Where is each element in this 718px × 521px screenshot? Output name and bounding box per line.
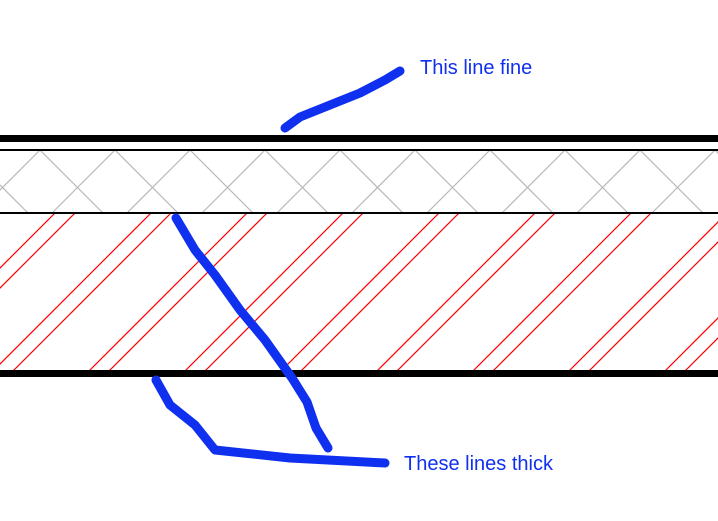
crosshatch-line — [39, 150, 104, 213]
fine-line — [0, 149, 718, 151]
red-hatch-line — [281, 214, 439, 370]
crosshatch-line — [0, 184, 29, 213]
red-hatch-line — [109, 214, 267, 370]
annotation-stroke-fine — [280, 66, 405, 133]
crosshatch-line — [639, 150, 704, 213]
top-thick-line — [0, 135, 718, 142]
crosshatch-line — [351, 150, 416, 213]
red-diagonal-hatch-layer — [0, 214, 718, 370]
crosshatch-line — [114, 150, 179, 213]
crosshatch-line — [651, 150, 716, 213]
red-hatch-line — [377, 214, 535, 370]
crosshatch-line — [126, 150, 191, 213]
red-hatch-line — [493, 214, 651, 370]
red-hatch-line — [685, 337, 718, 370]
crosshatch-line — [276, 150, 341, 213]
crosshatch-line — [489, 150, 554, 213]
red-hatch-line — [589, 241, 718, 370]
red-hatch-line — [301, 214, 459, 370]
annotation-fine-label: This line fine — [420, 57, 533, 79]
red-hatch-line — [0, 214, 75, 289]
red-hatch-line — [13, 214, 171, 370]
annotation-thick-label: These lines thick — [404, 453, 553, 475]
crosshatch-line — [51, 150, 116, 213]
crosshatch-line — [576, 150, 641, 213]
red-hatch-line — [0, 214, 151, 365]
crosshatch-line — [564, 150, 629, 213]
crosshatch-line — [426, 150, 491, 213]
annotation-stroke-thick-upper — [171, 213, 333, 453]
red-hatch-line — [89, 214, 247, 370]
crosshatch-line — [264, 150, 329, 213]
crosshatch-insulation-layer — [0, 150, 718, 213]
red-hatch-line — [665, 317, 718, 370]
crosshatch-line — [189, 150, 254, 213]
annotation-stroke-thick-lower — [151, 375, 390, 468]
red-hatch-line — [569, 221, 718, 370]
bottom-thick-line — [0, 370, 718, 377]
red-hatch-line — [205, 214, 363, 370]
crosshatch-line — [201, 150, 266, 213]
crosshatch-line — [0, 150, 41, 191]
middle-thin-line — [0, 212, 718, 214]
red-hatch-line — [185, 214, 343, 370]
red-hatch-line — [473, 214, 631, 370]
crosshatch-line — [414, 150, 479, 213]
red-hatch-line — [0, 214, 55, 269]
red-hatch-line — [397, 214, 555, 370]
crosshatch-line — [339, 150, 404, 213]
crosshatch-line — [501, 150, 566, 213]
